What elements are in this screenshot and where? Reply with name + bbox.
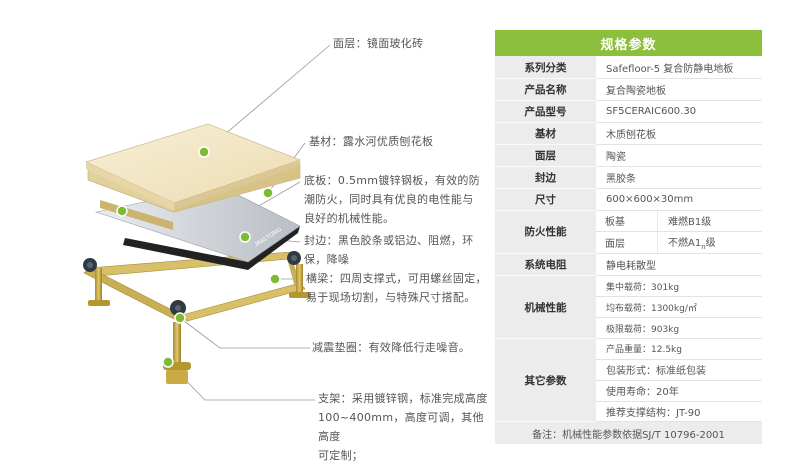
callout-pedestal-line: 可定制； <box>318 449 364 462</box>
spec-key: 基材 <box>495 122 596 145</box>
spec-key: 其它参数 <box>495 338 596 423</box>
fire-class: 不燃A1 <box>668 238 702 250</box>
spec-row-other: 使用寿命：20年 <box>495 380 762 402</box>
fire-class-suffix: 级 <box>705 238 716 250</box>
spec-value: 包装形式：标准纸包装 <box>596 359 762 381</box>
spec-value: 600×600×30mm <box>596 188 762 211</box>
spec-value: 极限载荷：903kg <box>596 317 762 339</box>
spec-value: 均布载荷：1300kg/㎡ <box>596 296 762 319</box>
spec-value: 陶瓷 <box>596 144 762 167</box>
spec-value-fire-surface: 不燃A1n级 <box>657 231 762 255</box>
spec-row-other: 其它参数 产品重量：12.5kg <box>495 338 762 423</box>
spec-note-row: 备注：机械性能参数依据SJ/T 10796-2001 <box>495 421 762 444</box>
spec-value: 木质刨花板 <box>596 122 762 145</box>
spec-key: 尺寸 <box>495 188 596 211</box>
callout-edge-band: 封边：黑色胶条或铝边、阻燃，环 保，降噪 <box>304 231 474 269</box>
spec-key: 产品名称 <box>495 78 596 101</box>
spec-key: 封边 <box>495 166 596 189</box>
spec-key: 机械性能 <box>495 275 596 339</box>
callout-substrate-text: 基材：露水河优质刨花板 <box>309 135 434 148</box>
spec-key: 防火性能 <box>495 210 596 255</box>
spec-row: 面层 陶瓷 <box>495 144 762 167</box>
spec-title: 规格参数 <box>495 30 762 57</box>
exploded-view-illustration: JINGTONG <box>83 44 331 401</box>
spec-key: 系列分类 <box>495 56 596 79</box>
spec-row: 封边 黑胶条 <box>495 166 762 189</box>
callout-markers <box>116 146 281 368</box>
spec-row-mech: 极限载荷：903kg <box>495 317 762 339</box>
callout-substrate: 基材：露水河优质刨花板 <box>309 132 433 151</box>
spec-key: 系统电阻 <box>495 253 596 277</box>
callout-bottom-line: 底板：0.5mm镀锌钢板，有效的防 <box>304 174 481 187</box>
callout-bottom-line: 良好的机械性能。 <box>304 212 395 225</box>
spec-note: 备注：机械性能参数依据SJ/T 10796-2001 <box>495 421 762 444</box>
spec-row-other: 包装形式：标准纸包装 <box>495 359 762 381</box>
spec-row: 基材 木质刨花板 <box>495 122 762 145</box>
spec-row: 产品名称 复合陶瓷地板 <box>495 78 762 101</box>
spec-value: 难燃B1级 <box>657 210 762 233</box>
spec-key: 面层 <box>495 144 596 167</box>
spec-subkey: 板基 <box>596 210 658 233</box>
spec-value: SF5CERAIC600.30 <box>596 100 762 123</box>
callout-beam-line: 横梁：四周支撑式，可用螺丝固定， <box>306 272 487 285</box>
callout-pad-text: 减震垫圈：有效降低行走噪音。 <box>312 341 471 354</box>
spec-row: 产品型号 SF5CERAIC600.30 <box>495 100 762 123</box>
spec-subkey: 面层 <box>596 231 658 255</box>
callout-pedestal: 支架：采用镀锌钢，标准完成高度 100~400mm，高度可调，其他高度 可定制； <box>318 389 490 465</box>
callout-pedestal-line: 100~400mm，高度可调，其他高度 <box>318 411 484 443</box>
callout-surface-text: 面层：镜面玻化砖 <box>333 37 424 50</box>
spec-row-other: 推荐支撑结构：JT-90 <box>495 401 762 423</box>
spec-row: 系列分类 Safefloor-5 复合防静电地板 <box>495 56 762 79</box>
spec-row: 尺寸 600×600×30mm <box>495 188 762 211</box>
spec-value: 推荐支撑结构：JT-90 <box>596 401 762 423</box>
spec-row-mech: 均布载荷：1300kg/㎡ <box>495 296 762 319</box>
support-frame <box>83 251 311 384</box>
callout-pedestal-line: 支架：采用镀锌钢，标准完成高度 <box>318 392 488 405</box>
spec-value: Safefloor-5 复合防静电地板 <box>596 56 762 79</box>
callout-bottom-line: 潮防火，同时具有优良的电性能与 <box>304 193 474 206</box>
floor-structure-diagram: JINGTONG 面层：镜面玻化砖 基材：露水河优质刨花板 底板：0.5mm镀锌… <box>83 34 487 462</box>
spec-value: 黑胶条 <box>596 166 762 189</box>
spec-value: 复合陶瓷地板 <box>596 78 762 101</box>
spec-value: 静电耗散型 <box>596 253 762 277</box>
spec-value: 集中载荷：301kg <box>596 275 762 298</box>
spec-row-fire: 防火性能 板基 难燃B1级 <box>495 210 762 255</box>
callout-damping-pad: 减震垫圈：有效降低行走噪音。 <box>312 338 470 357</box>
spec-row-mech: 机械性能 集中载荷：301kg <box>495 275 762 339</box>
callout-beam-line: 易于现场切割，与特殊尺寸搭配。 <box>306 291 476 304</box>
callout-bottom-plate: 底板：0.5mm镀锌钢板，有效的防 潮防火，同时具有优良的电性能与 良好的机械性… <box>304 171 480 228</box>
fire-class-subscript: n <box>701 243 706 252</box>
spec-row-fire: 面层 不燃A1n级 <box>495 231 762 255</box>
callout-edge-line: 封边：黑色胶条或铝边、阻燃，环 <box>304 234 474 247</box>
spec-value: 使用寿命：20年 <box>596 380 762 402</box>
spec-row: 系统电阻 静电耗散型 <box>495 253 762 277</box>
spec-key: 产品型号 <box>495 100 596 123</box>
spec-value: 产品重量：12.5kg <box>596 338 762 360</box>
callout-beam: 横梁：四周支撑式，可用螺丝固定， 易于现场切割，与特殊尺寸搭配。 <box>306 269 487 307</box>
callout-edge-line: 保，降噪 <box>304 253 350 266</box>
spec-table: 规格参数 系列分类 Safefloor-5 复合防静电地板 产品名称 复合陶瓷地… <box>495 30 762 444</box>
callout-surface: 面层：镜面玻化砖 <box>333 34 423 53</box>
